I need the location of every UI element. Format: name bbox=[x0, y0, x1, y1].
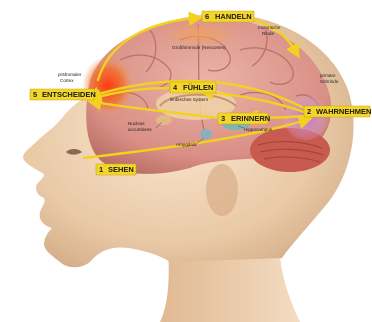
step-6-number: 6 bbox=[205, 12, 209, 21]
step-4-fuehlen: 4 FÜHLEN bbox=[170, 82, 216, 93]
step-3-erinnern: 3 ERINNERN bbox=[218, 113, 270, 124]
step-2-label: WAHRNEHMEN bbox=[316, 107, 371, 116]
step-1-number: 1 bbox=[99, 165, 103, 174]
accumbens-label-1: Nucleus bbox=[128, 121, 145, 126]
step-1-sehen: 1 SEHEN bbox=[96, 164, 136, 175]
ear bbox=[206, 164, 238, 216]
step-5-number: 5 bbox=[33, 90, 37, 99]
step-5-label: ENTSCHEIDEN bbox=[42, 90, 96, 99]
accumbens-label-2: accumbens bbox=[128, 127, 152, 132]
step-2-wahrnehmen: 2 WAHRNEHMEN bbox=[304, 106, 371, 117]
visual-cortex-label-2: Sehrinde bbox=[320, 79, 339, 84]
step-5-entscheiden: 5 ENTSCHEIDEN bbox=[30, 89, 96, 100]
amygdala-shape bbox=[200, 129, 212, 139]
prefrontal-label-1: präfrontaler bbox=[58, 72, 82, 77]
neocortex-label: Großhirnrinde (Neocortex) bbox=[172, 45, 226, 50]
step-1-label: SEHEN bbox=[108, 165, 134, 174]
visual-cortex-label-1: primäre bbox=[320, 73, 336, 78]
step-3-number: 3 bbox=[221, 114, 225, 123]
step-2-number: 2 bbox=[307, 107, 311, 116]
step-6-label: HANDELN bbox=[215, 12, 252, 21]
accumbens-shape bbox=[156, 115, 172, 125]
motor-glow bbox=[160, 20, 240, 48]
amygdala-label: Amygdala bbox=[176, 142, 197, 147]
motor-cortex-label-1: motorische bbox=[258, 25, 281, 30]
step-4-label: FÜHLEN bbox=[183, 83, 213, 92]
limbic-label: limbisches System bbox=[170, 97, 208, 102]
prefrontal-label-2: Cortex bbox=[60, 78, 74, 83]
motor-cortex-label-2: Rinde bbox=[262, 31, 274, 36]
step-3-label: ERINNERN bbox=[231, 114, 270, 123]
step-6-handeln: 6 HANDELN bbox=[202, 11, 254, 22]
hippocampus-label: Hippocampus bbox=[244, 127, 273, 132]
